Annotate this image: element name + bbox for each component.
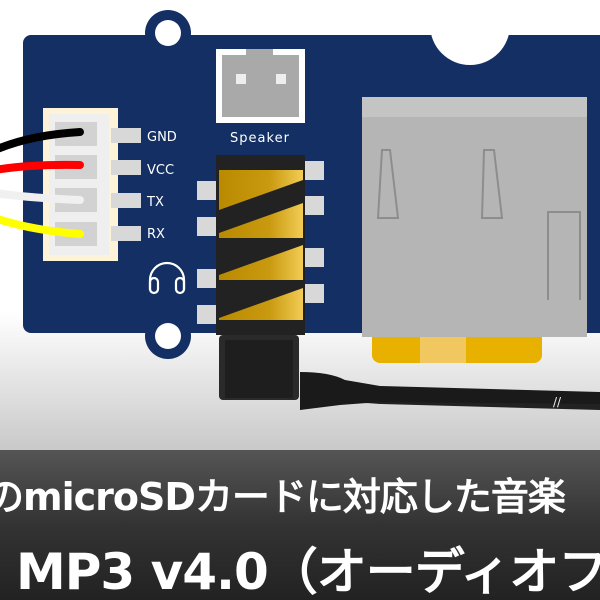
title-banner: のmicroSDカードに対応した音楽 MP3 v4.0（オーディオファ [0,450,600,600]
pin-label-gnd: GND [147,130,177,145]
pin-label-vcc: VCC [147,163,174,178]
pin-label-tx: TX [146,195,164,210]
mp3-module-illustration: Speaker GND VCC TX RX [0,0,600,410]
audio-jack: // [216,155,600,410]
wires [0,128,84,238]
title-line: MP3 v4.0（オーディオファ [16,543,600,600]
subtitle-line: のmicroSDカードに対応した音楽 [0,475,566,519]
headphones-icon [148,261,186,295]
mount-hole [155,323,181,349]
speaker-connector [216,49,305,123]
svg-text://: // [553,395,562,409]
mount-hole [430,0,510,65]
speaker-label: Speaker [230,131,290,146]
jack-pads [197,161,324,324]
microsd-slot [362,97,587,363]
pin-label-rx: RX [147,227,165,242]
mount-hole [155,20,181,46]
